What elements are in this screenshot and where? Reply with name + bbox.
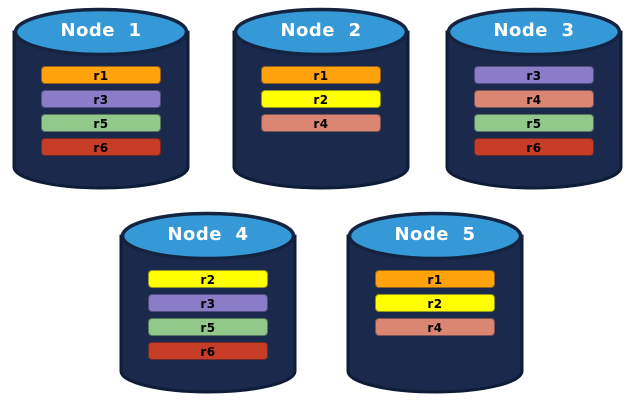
- replica-bar-r5: r5: [148, 318, 268, 336]
- replica-list: r1 r2 r4: [375, 270, 495, 336]
- replica-bar-r4: r4: [375, 318, 495, 336]
- replica-bar-r2: r2: [261, 90, 381, 108]
- replica-bar-r3: r3: [148, 294, 268, 312]
- node-cylinder-3: Node 3 r3 r4 r5 r6: [445, 7, 623, 193]
- node-title: Node 5: [394, 224, 476, 245]
- replica-list: r3 r4 r5 r6: [474, 66, 594, 156]
- replica-bar-r4: r4: [261, 114, 381, 132]
- replica-bar-r6: r6: [41, 138, 161, 156]
- replica-bar-r2: r2: [148, 270, 268, 288]
- cylinder-lid-shape: [233, 7, 409, 57]
- cylinder-lid-shape: [13, 7, 189, 57]
- cylinder-lid-shape: [446, 7, 622, 57]
- replica-list: r1 r2 r4: [261, 66, 381, 132]
- node-title: Node 4: [167, 224, 249, 245]
- node-cylinder-5: Node 5 r1 r2 r4: [346, 211, 524, 397]
- replica-bar-r4: r4: [474, 90, 594, 108]
- replica-list: r1 r3 r5 r6: [41, 66, 161, 156]
- replica-bar-r6: r6: [474, 138, 594, 156]
- cylinder-lid-shape: [120, 211, 296, 261]
- node-cylinder-2: Node 2 r1 r2 r4: [232, 7, 410, 193]
- node-title: Node 2: [280, 20, 362, 41]
- replica-bar-r5: r5: [474, 114, 594, 132]
- node-title: Node 1: [60, 20, 142, 41]
- node-title: Node 3: [493, 20, 575, 41]
- replica-bar-r2: r2: [375, 294, 495, 312]
- replica-bar-r6: r6: [148, 342, 268, 360]
- replica-list: r2 r3 r5 r6: [148, 270, 268, 360]
- replica-bar-r1: r1: [261, 66, 381, 84]
- replica-bar-r3: r3: [474, 66, 594, 84]
- node-cylinder-1: Node 1 r1 r3 r5 r6: [12, 7, 190, 193]
- node-cylinder-4: Node 4 r2 r3 r5 r6: [119, 211, 297, 397]
- replica-bar-r3: r3: [41, 90, 161, 108]
- cylinder-lid-shape: [347, 211, 523, 261]
- replica-bar-r1: r1: [375, 270, 495, 288]
- replica-bar-r1: r1: [41, 66, 161, 84]
- replica-bar-r5: r5: [41, 114, 161, 132]
